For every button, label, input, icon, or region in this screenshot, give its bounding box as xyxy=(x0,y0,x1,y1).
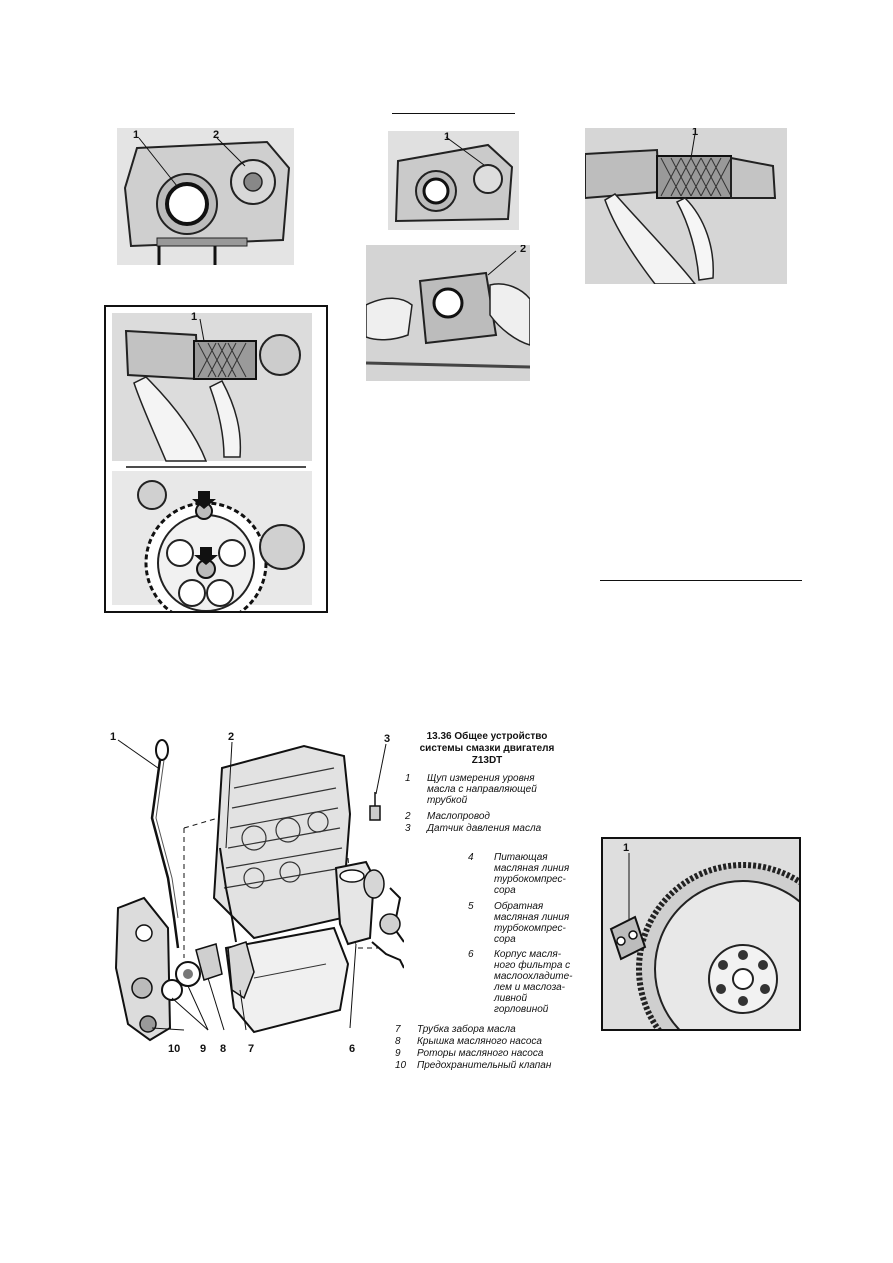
callout-8: 8 xyxy=(220,1043,227,1055)
figure-seal-install-tool: 1 xyxy=(585,128,787,284)
legend-text: Корпус масля- ного фильтра с маслоохлади… xyxy=(494,949,573,1015)
figure-pump-cover-small: 1 xyxy=(388,131,519,230)
top-rule xyxy=(392,113,515,114)
figure-oil-pump-cover: 1 2 xyxy=(117,128,294,265)
figure-flywheel: 1 xyxy=(601,837,801,1031)
callout-1: 1 xyxy=(623,842,630,854)
legend-text: Датчик давления масла xyxy=(427,823,542,834)
legend-number: 6 xyxy=(468,949,474,960)
callout-1: 1 xyxy=(110,731,117,743)
legend-number: 1 xyxy=(405,773,411,784)
legend-number: 9 xyxy=(395,1048,401,1059)
callout-9: 9 xyxy=(200,1043,207,1055)
legend-text: Питающая масляная линия турбокомпрес- со… xyxy=(494,852,570,896)
callout-2: 2 xyxy=(228,731,235,743)
legend-number: 4 xyxy=(468,852,474,863)
legend-number: 8 xyxy=(395,1036,401,1047)
oil-pump-cover-drawing xyxy=(123,137,291,265)
figure-seal-and-sprocket: 1 xyxy=(104,305,328,613)
figure-caption-title: 13.36 Общее устройство системы смазки дв… xyxy=(399,731,575,767)
right-rule xyxy=(600,580,802,581)
legend-text: Щуп измерения уровня масла с направляюще… xyxy=(427,773,537,806)
callout-2: 2 xyxy=(213,129,220,141)
legend-text: Роторы масляного насоса xyxy=(417,1048,544,1059)
seal-and-sprocket-drawing xyxy=(112,313,312,611)
legend-number: 5 xyxy=(468,901,474,912)
legend-text: Трубка забора масла xyxy=(417,1024,516,1035)
callout-3: 3 xyxy=(384,733,391,745)
engine-exploded-drawing xyxy=(114,739,404,1042)
flywheel-drawing xyxy=(603,839,799,1029)
pump-cover-small-drawing xyxy=(394,136,514,223)
caption-title-line: системы смазки двигателя xyxy=(419,743,555,754)
seal-install-tool-drawing xyxy=(585,128,787,284)
legend-number: 3 xyxy=(405,823,411,834)
callout-2: 2 xyxy=(520,245,527,255)
callout-1: 1 xyxy=(444,131,451,143)
callout-1: 1 xyxy=(692,128,699,138)
legend-text: Обратная масляная линия турбокомпрес- со… xyxy=(494,901,570,945)
callout-1: 1 xyxy=(191,311,198,323)
legend-number: 7 xyxy=(395,1024,401,1035)
figure-pump-fitting: 2 xyxy=(366,245,530,381)
callout-10: 10 xyxy=(168,1043,181,1055)
legend-number: 2 xyxy=(405,811,411,822)
legend-text: Крышка масляного насоса xyxy=(417,1036,542,1047)
callout-1: 1 xyxy=(133,129,140,141)
figure-engine-lubrication-system: 1 2 3 4 5 6 7 8 9 10 xyxy=(104,728,404,1064)
legend-number: 10 xyxy=(395,1060,407,1071)
callout-7: 7 xyxy=(248,1043,255,1055)
pump-fitting-drawing xyxy=(366,245,530,381)
callout-6: 6 xyxy=(349,1043,356,1055)
caption-title-line: Z13DT xyxy=(471,755,503,766)
legend-text: Предохранительный клапан xyxy=(417,1060,552,1071)
caption-title-line: 13.36 Общее устройство xyxy=(426,731,548,742)
legend-text: Маслопровод xyxy=(427,811,490,822)
